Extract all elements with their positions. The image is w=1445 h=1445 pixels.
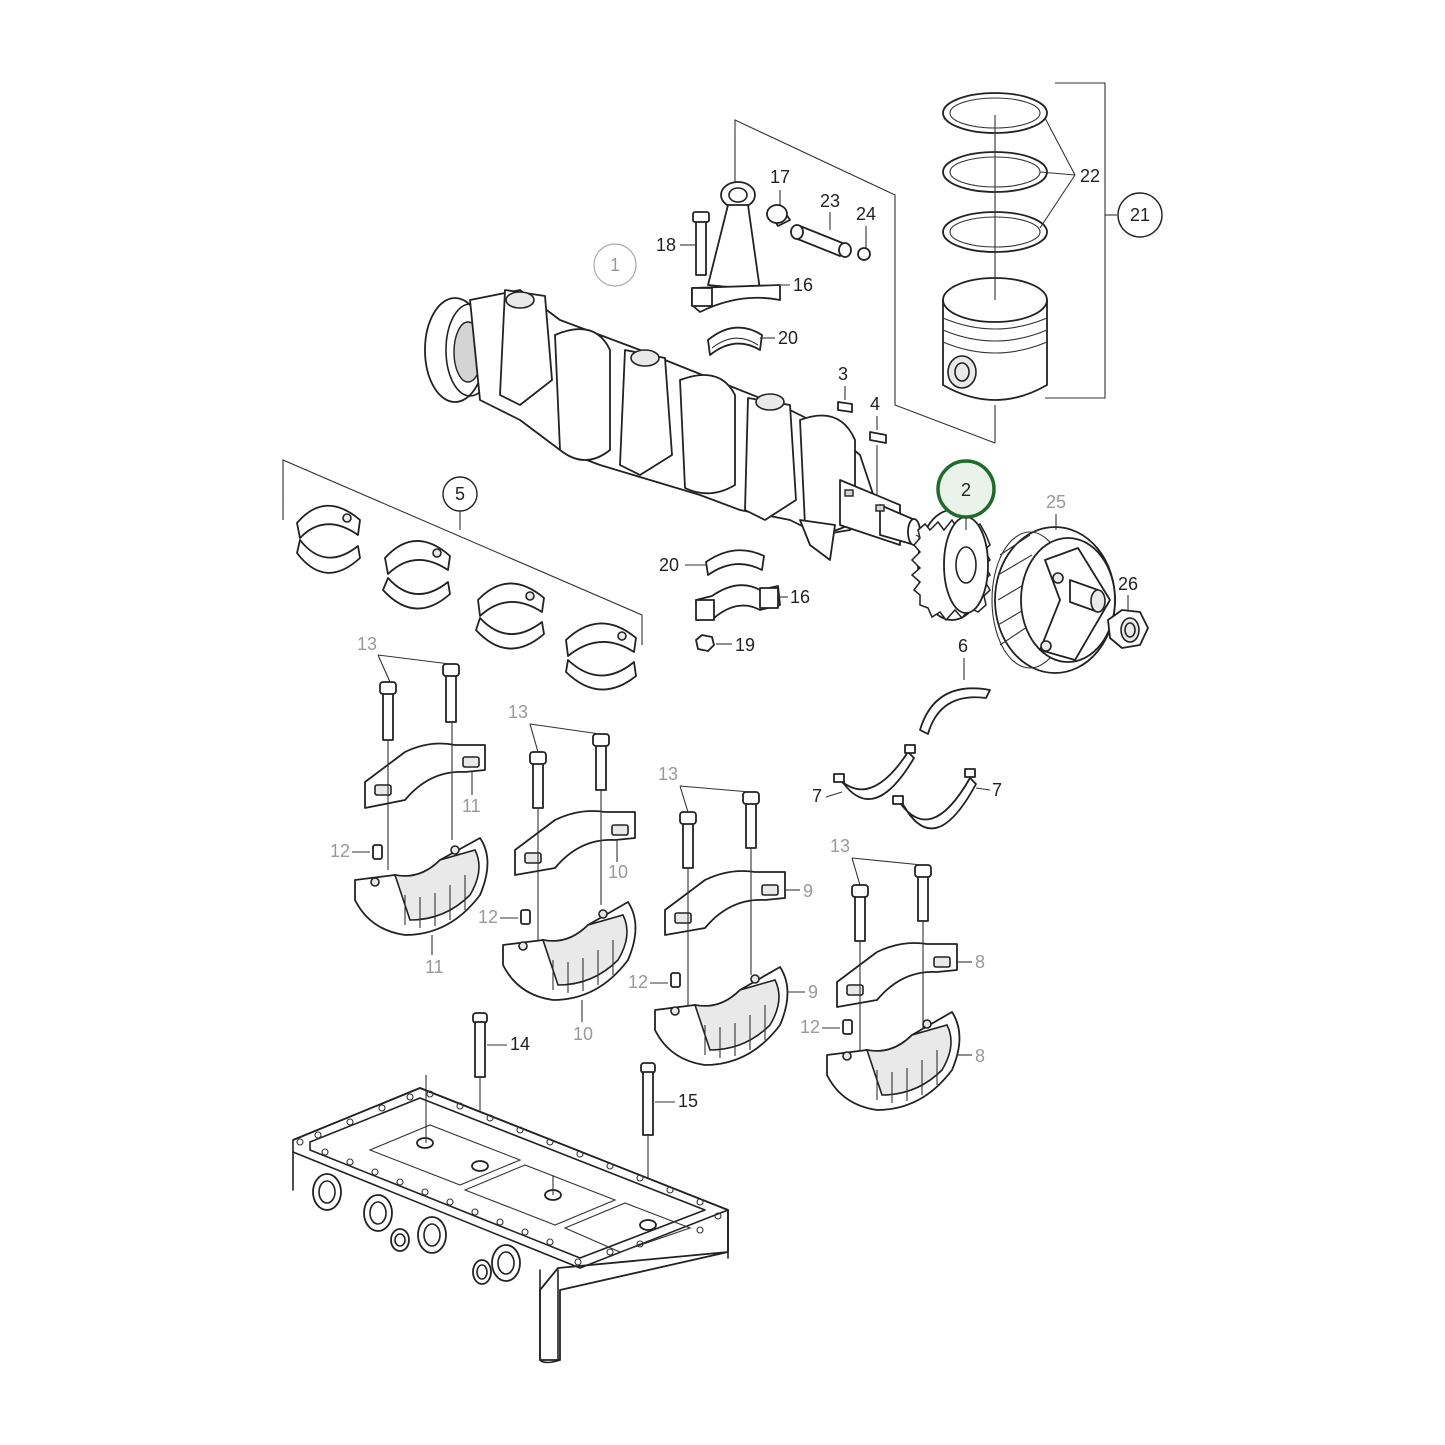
bracket-21 xyxy=(1045,82,1106,399)
main-bearing-shell-3 xyxy=(475,582,545,650)
thrust-washer-7-right xyxy=(892,768,977,830)
bolt-14 xyxy=(472,1012,488,1078)
callout-21-circle xyxy=(1117,192,1163,238)
callout-5: 5 xyxy=(455,484,465,504)
con-rod-bolt xyxy=(692,211,710,276)
callout-12-a: 12 xyxy=(330,841,350,861)
callout-13-b: 13 xyxy=(508,702,528,722)
main-bearing-shell-2 xyxy=(382,540,451,610)
callout-16-b: 16 xyxy=(790,587,810,607)
callout-17: 17 xyxy=(770,167,790,187)
callout-1-circle xyxy=(593,243,637,287)
callout-24: 24 xyxy=(856,204,876,224)
callout-3: 3 xyxy=(838,364,848,384)
callout-21: 21 xyxy=(1130,205,1150,225)
callout-9-a: 9 xyxy=(803,881,813,901)
main-bearing-shell-1 xyxy=(296,504,361,574)
main-cap-11-upper xyxy=(364,742,486,809)
callout-6: 6 xyxy=(958,636,968,656)
bracket-5 xyxy=(282,459,643,645)
dowel-12-a xyxy=(372,844,383,860)
bolt-13-a1 xyxy=(379,681,397,741)
main-cap-10-upper xyxy=(514,810,636,876)
callout-4: 4 xyxy=(870,394,880,414)
bolt-13-d1 xyxy=(851,884,869,942)
crankshaft xyxy=(424,289,921,561)
callout-10-b: 10 xyxy=(573,1024,593,1044)
callout-13-d: 13 xyxy=(830,836,850,856)
callout-8-b: 8 xyxy=(975,1046,985,1066)
block-gasket-frame xyxy=(292,1075,729,1364)
callout-11-a: 11 xyxy=(462,796,481,816)
callout-23: 23 xyxy=(820,191,840,211)
piston-pin xyxy=(790,224,852,258)
bolt-13-b2 xyxy=(592,733,610,791)
callout-7-b: 7 xyxy=(992,780,1002,800)
piston-ring-1 xyxy=(942,92,1048,134)
main-cap-9-lower xyxy=(654,966,789,1066)
dowel-12-b xyxy=(520,909,531,925)
callout-10-a: 10 xyxy=(608,862,628,882)
bolt-13-b1 xyxy=(529,751,547,809)
callout-9-b: 9 xyxy=(808,982,818,1002)
callout-18: 18 xyxy=(656,235,676,255)
dowel-12-d xyxy=(842,1019,853,1035)
bolt-13-c2 xyxy=(742,791,760,849)
callout-8-a: 8 xyxy=(975,952,985,972)
pulley-nut xyxy=(1107,609,1149,649)
rod-bearing-shell-lower xyxy=(705,549,765,576)
crankshaft-pulley xyxy=(991,526,1116,674)
key-3 xyxy=(837,401,853,413)
bolt-13-c1 xyxy=(679,811,697,869)
piston xyxy=(942,277,1048,401)
dowel-12-c xyxy=(670,972,681,988)
bolt-13-a2 xyxy=(442,663,460,723)
bolt-13-d2 xyxy=(914,864,932,922)
callout-25: 25 xyxy=(1046,492,1066,512)
main-cap-11-lower xyxy=(354,837,489,936)
main-cap-9-upper xyxy=(664,870,786,936)
callout-26: 26 xyxy=(1118,574,1138,594)
thrust-washer-7-left xyxy=(833,744,916,800)
rod-nut xyxy=(695,634,715,652)
callout-2: 2 xyxy=(961,480,971,500)
main-cap-8-upper xyxy=(836,942,958,1008)
callout-12-c: 12 xyxy=(628,972,648,992)
rod-cap xyxy=(695,584,781,621)
callout-11-b: 11 xyxy=(425,957,444,977)
callout-14: 14 xyxy=(510,1034,530,1054)
callout-13-c: 13 xyxy=(658,764,678,784)
callout-20-b: 20 xyxy=(659,555,679,575)
thrust-washer-6 xyxy=(919,687,991,735)
bracket-con-rod-group xyxy=(734,119,996,444)
callout-20-a: 20 xyxy=(778,328,798,348)
connecting-rod xyxy=(691,181,781,313)
small-end-bushing xyxy=(766,204,791,227)
main-bearing-shell-4 xyxy=(565,622,637,691)
crankshaft-gear xyxy=(910,509,991,622)
callout-13-a: 13 xyxy=(357,634,377,654)
main-cap-10-lower xyxy=(502,901,637,1001)
callout-12-d: 12 xyxy=(800,1017,820,1037)
callout-15: 15 xyxy=(678,1091,698,1111)
rod-bearing-shell-upper xyxy=(707,326,763,356)
callout-12-b: 12 xyxy=(478,907,498,927)
callout-22: 22 xyxy=(1080,166,1100,186)
circlip xyxy=(857,247,871,261)
callout-1: 1 xyxy=(610,255,620,275)
key-4 xyxy=(869,431,887,444)
main-cap-8-lower xyxy=(826,1011,961,1111)
callout-19: 19 xyxy=(735,635,755,655)
bolt-15 xyxy=(640,1062,656,1136)
callout-7-a: 7 xyxy=(812,786,822,806)
callout-16-a: 16 xyxy=(793,275,813,295)
